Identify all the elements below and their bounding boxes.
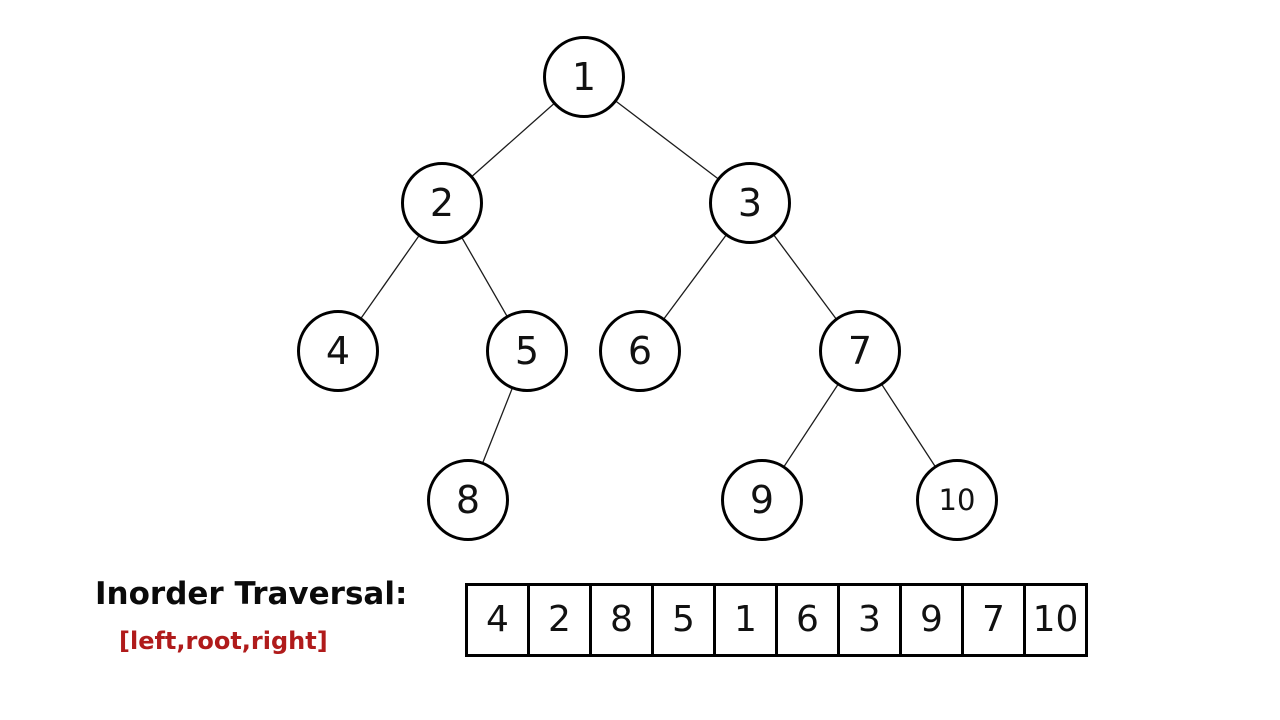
array-cell: 8 [589,583,654,657]
tree-node-10: 10 [916,459,998,541]
node-label: 3 [737,181,763,225]
tree-node-6: 6 [599,310,681,392]
node-label: 8 [455,478,481,522]
node-label: 9 [749,478,775,522]
array-cell: 1 [713,583,778,657]
node-label: 7 [847,329,873,373]
traversal-result-array: 4 2 8 5 1 6 3 9 7 10 [465,583,1088,657]
traversal-order-hint: [left,root,right] [119,627,328,655]
array-cell: 5 [651,583,716,657]
traversal-title: Inorder Traversal: [95,576,408,612]
node-label: 6 [627,329,653,373]
tree-node-7: 7 [819,310,901,392]
tree-node-5: 5 [486,310,568,392]
node-label: 1 [571,55,597,99]
node-label: 2 [429,181,455,225]
node-label: 10 [938,482,976,517]
array-cell: 2 [527,583,592,657]
array-cell: 10 [1023,583,1088,657]
node-label: 5 [514,329,540,373]
array-cell: 3 [837,583,902,657]
array-cell: 7 [961,583,1026,657]
tree-node-1: 1 [543,36,625,118]
tree-node-4: 4 [297,310,379,392]
array-cell: 4 [465,583,530,657]
array-cell: 9 [899,583,964,657]
tree-node-9: 9 [721,459,803,541]
node-label: 4 [325,329,351,373]
array-cell: 6 [775,583,840,657]
tree-node-8: 8 [427,459,509,541]
tree-node-3: 3 [709,162,791,244]
tree-node-2: 2 [401,162,483,244]
